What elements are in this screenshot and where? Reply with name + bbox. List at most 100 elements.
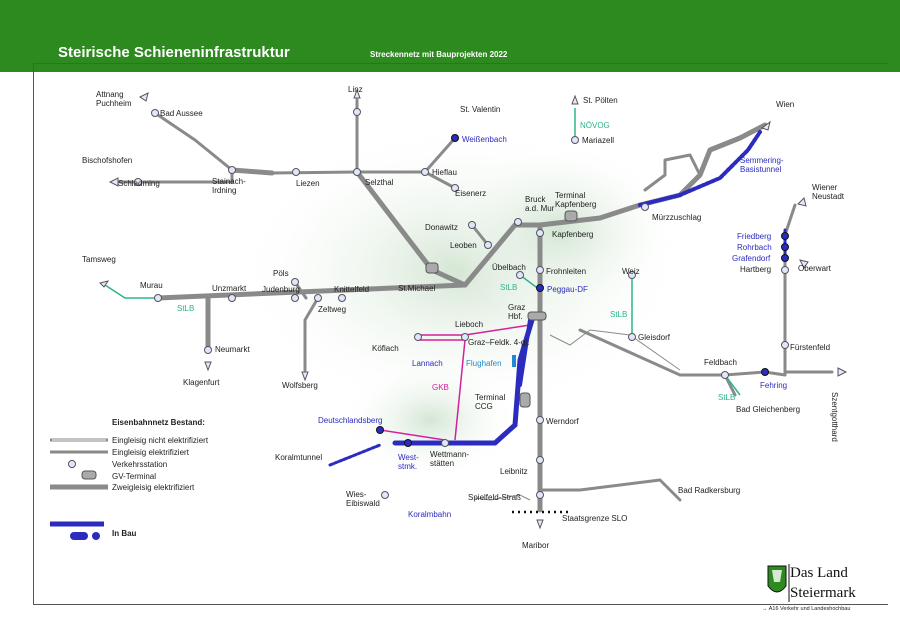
station-unzmarkt bbox=[228, 294, 236, 302]
label-koralmbahn: Koralmbahn bbox=[408, 510, 451, 519]
terminal-kapfenberg bbox=[564, 210, 578, 222]
label-wolfsberg: Wolfsberg bbox=[282, 381, 318, 390]
label-gleisdorf: Gleisdorf bbox=[638, 333, 671, 342]
legend-station-icon bbox=[68, 460, 76, 468]
arrow-attnang bbox=[139, 92, 149, 102]
station-fuerstenfeld bbox=[781, 341, 789, 349]
header-bar bbox=[0, 0, 900, 72]
label-st-michael: St.Michael bbox=[398, 284, 436, 293]
station-uebelbach bbox=[516, 271, 524, 279]
label-murau: Murau bbox=[140, 281, 163, 290]
station-gleisdorf bbox=[628, 333, 636, 341]
label-eisenerz: Eisenerz bbox=[455, 189, 486, 198]
label-peggau: Peggau-DF bbox=[547, 285, 588, 294]
station-eisenerz bbox=[451, 184, 459, 192]
arrow-tamsweg bbox=[99, 280, 110, 288]
label-selzthal: Selzthal bbox=[365, 178, 394, 187]
label-liezen: Liezen bbox=[296, 179, 320, 188]
arrow-maribor bbox=[536, 519, 544, 530]
logo-text-steiermark: Steiermark bbox=[790, 585, 856, 601]
label-deutschlandsberg: Deutschlandsberg bbox=[318, 416, 382, 425]
construction-lines bbox=[328, 130, 787, 467]
label-knittelfeld: Knittelfeld bbox=[334, 285, 369, 294]
terminal-graz-hbf bbox=[527, 311, 547, 321]
station-mariazell bbox=[571, 136, 579, 144]
station-bad-aussee bbox=[151, 109, 159, 117]
label-unzmarkt: Unzmarkt bbox=[212, 284, 247, 293]
label-stlb-weiz: StLB bbox=[610, 310, 627, 319]
arrow-klagenfurt bbox=[204, 361, 212, 372]
label-neumarkt: Neumarkt bbox=[215, 345, 250, 354]
arrow-wiener-neustadt bbox=[797, 197, 807, 207]
label-friedberg: Friedberg bbox=[737, 232, 771, 241]
arrow-szentgotthard bbox=[837, 367, 848, 377]
gv-terminals bbox=[425, 210, 578, 408]
label-leibnitz: Leibnitz bbox=[500, 467, 528, 476]
logo-text-das-land: Das Land bbox=[790, 565, 848, 581]
arrow-wolfsberg bbox=[301, 371, 309, 382]
station-hartberg bbox=[781, 266, 789, 274]
label-gkb: GKB bbox=[432, 383, 449, 392]
station-knittelfeld bbox=[338, 294, 346, 302]
station-hieflau bbox=[421, 168, 429, 176]
label-weststmk: West-stmk. bbox=[398, 453, 419, 471]
label-fehring: Fehring bbox=[760, 381, 787, 390]
station-rohrbach bbox=[781, 243, 789, 251]
label-koralmtunnel: Koralmtunnel bbox=[275, 453, 322, 462]
terrain-shading bbox=[340, 360, 520, 480]
station-wies bbox=[381, 491, 389, 499]
label-judenburg: Judenburg bbox=[262, 285, 300, 294]
station-koeflach bbox=[414, 333, 422, 341]
direction-arrows bbox=[99, 88, 848, 530]
label-kapfenberg: Kapfenberg bbox=[552, 230, 593, 239]
station-selzthal bbox=[353, 168, 361, 176]
flughafen-marker bbox=[512, 355, 516, 367]
arrow-bischofshofen bbox=[108, 177, 119, 187]
legend-item-4: Zweigleisig elektrifiziert bbox=[112, 483, 195, 492]
construction-stations bbox=[376, 134, 789, 447]
label-leoben: Leoben bbox=[450, 241, 477, 250]
label-fuerstenfeld: Fürstenfeld bbox=[790, 343, 830, 352]
legend-title: Eisenbahnnetz Bestand: bbox=[112, 418, 205, 427]
legend-item-0: Eingleisig nicht elektrifiziert bbox=[112, 436, 209, 445]
legend-in-bau-station bbox=[92, 532, 100, 540]
station-schladming bbox=[134, 178, 142, 186]
legend-item-1: Eingleisig elektrifiziert bbox=[112, 448, 190, 457]
station-neumarkt bbox=[204, 346, 212, 354]
station-weststmk bbox=[404, 439, 412, 447]
label-bad-aussee: Bad Aussee bbox=[160, 109, 203, 118]
label-hieflau: Hieflau bbox=[432, 168, 457, 177]
station-kapfenberg bbox=[536, 229, 544, 237]
label-wettmannstaetten: Wettmann-stätten bbox=[430, 450, 469, 468]
page-subtitle: Streckennetz mit Bauprojekten 2022 bbox=[370, 50, 508, 59]
station-muerzzuschlag bbox=[641, 203, 649, 211]
station-wettmannstaetten bbox=[441, 439, 449, 447]
label-maribor: Maribor bbox=[522, 541, 549, 550]
label-muerzzuschlag: Mürzzuschlag bbox=[652, 213, 701, 222]
station-frohnleiten bbox=[536, 266, 544, 274]
label-poels: Pöls bbox=[273, 269, 289, 278]
arrow-st-poelten bbox=[571, 94, 579, 105]
label-stainach: Stainach-Irdning bbox=[212, 177, 246, 195]
label-bad-radkersburg: Bad Radkersburg bbox=[678, 486, 740, 495]
label-werndorf: Werndorf bbox=[546, 417, 580, 426]
legend: Eisenbahnnetz Bestand: Eingleisig nicht … bbox=[50, 418, 209, 540]
label-flughafen: Flughafen bbox=[466, 359, 502, 368]
station-lieboch bbox=[461, 333, 469, 341]
label-lannach: Lannach bbox=[412, 359, 443, 368]
station-murau bbox=[154, 294, 162, 302]
label-rohrbach: Rohrbach bbox=[737, 243, 772, 252]
label-tamsweg: Tamsweg bbox=[82, 255, 116, 264]
label-oberwart: Oberwart bbox=[798, 264, 832, 273]
label-bischofshofen: Bischofshofen bbox=[82, 156, 132, 165]
station-spielfeld bbox=[536, 491, 544, 499]
station-deutschlandsberg bbox=[376, 426, 384, 434]
label-wien: Wien bbox=[776, 100, 794, 109]
station-feldbach bbox=[721, 371, 729, 379]
label-szentgotthard: Szentgotthard bbox=[830, 392, 839, 442]
station-werndorf bbox=[536, 416, 544, 424]
coat-of-arms-icon bbox=[767, 564, 790, 602]
